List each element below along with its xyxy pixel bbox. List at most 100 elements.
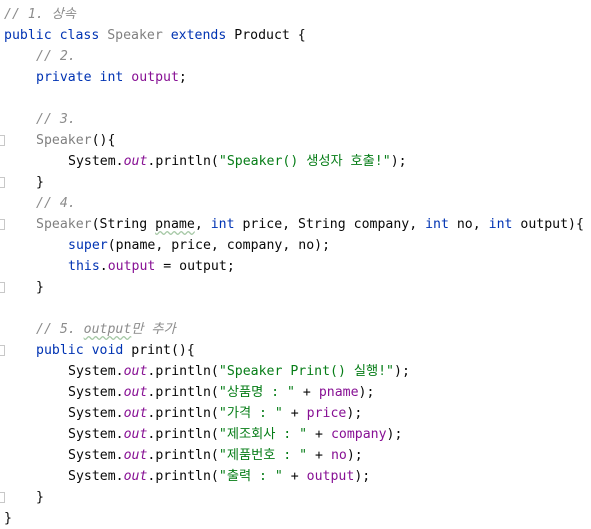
fold-marker-icon[interactable] <box>0 177 5 188</box>
code-token: super <box>68 238 108 253</box>
code-token: int <box>425 217 449 232</box>
code-token: "제조회사 : " <box>218 427 308 442</box>
code-token: .println( <box>147 469 219 484</box>
code-token: private int <box>36 70 132 85</box>
code-token: int <box>210 217 235 232</box>
code-token: // 4. <box>36 196 76 211</box>
code-token: System. <box>68 154 124 169</box>
code-text: System.out.println("출력 : " + output); <box>68 466 370 487</box>
code-token: . <box>99 259 108 274</box>
code-text: System.out.println("Speaker() 생성자 호출!"); <box>68 151 407 172</box>
code-text: public class Speaker extends Product { <box>4 25 306 46</box>
code-token: "Speaker() 생성자 호출!" <box>218 154 391 169</box>
code-token: output <box>107 259 156 274</box>
code-token: 만 추가 <box>131 322 176 337</box>
code-token: price <box>306 406 347 421</box>
code-token: } <box>4 511 12 526</box>
code-token: ); <box>394 364 410 379</box>
code-token: Speaker <box>36 217 92 232</box>
code-text: System.out.println("상품명 : " + pname); <box>68 382 374 403</box>
code-token: output <box>83 322 132 337</box>
code-text: } <box>36 277 44 298</box>
code-token: // 1. 상속 <box>4 7 76 22</box>
code-text: // 3. <box>36 109 76 130</box>
code-token: System. <box>68 427 124 442</box>
code-text: // 2. <box>36 46 76 67</box>
code-token: .println( <box>147 406 219 421</box>
code-text: System.out.println("Speaker Print() 실행!"… <box>68 361 410 382</box>
fold-marker-icon[interactable] <box>0 282 5 293</box>
code-text: // 4. <box>36 193 76 214</box>
code-token: , <box>194 217 211 232</box>
code-token: output <box>306 469 355 484</box>
code-token: (){ <box>91 133 116 148</box>
code-token: ); <box>346 448 363 463</box>
code-token: .println( <box>147 427 219 442</box>
code-token: } <box>36 490 44 505</box>
code-token: System. <box>68 448 124 463</box>
code-token: .println( <box>147 385 219 400</box>
code-token: .println( <box>147 154 219 169</box>
code-text: } <box>36 487 44 508</box>
code-text: } <box>36 172 44 193</box>
code-token: ); <box>386 427 403 442</box>
code-token: + <box>282 406 307 421</box>
code-token: + <box>282 469 307 484</box>
code-token: + <box>307 427 331 442</box>
code-token: (pname, price, company, no); <box>107 238 331 253</box>
fold-marker-icon[interactable] <box>0 345 5 356</box>
code-token: output <box>131 70 179 85</box>
code-text: Speaker(String pname, int price, String … <box>36 214 584 235</box>
code-token: Speaker <box>107 28 163 43</box>
code-token: "가격 : " <box>218 406 283 421</box>
code-text: System.out.println("가격 : " + price); <box>68 403 362 424</box>
code-token: // 3. <box>36 112 76 127</box>
code-token: public void <box>36 343 132 358</box>
code-token: pname <box>318 385 359 400</box>
code-text: System.out.println("제조회사 : " + company); <box>68 424 402 445</box>
code-token: + <box>307 448 331 463</box>
code-text: // 1. 상속 <box>4 4 76 25</box>
code-token: out <box>123 406 148 421</box>
fold-marker-icon[interactable] <box>0 135 5 146</box>
code-token: int <box>488 217 513 232</box>
code-text: super(pname, price, company, no); <box>68 235 330 256</box>
fold-marker-icon[interactable] <box>0 219 5 230</box>
code-token: } <box>36 280 44 295</box>
code-token: System. <box>68 385 124 400</box>
code-token: price, String company, <box>234 217 426 232</box>
code-text: private int output; <box>36 67 187 88</box>
code-token: extends <box>162 28 235 43</box>
code-token: .println( <box>147 448 219 463</box>
code-token: System. <box>68 364 124 379</box>
code-token: System. <box>68 469 124 484</box>
code-text: } <box>4 508 12 529</box>
code-token: company <box>330 427 387 442</box>
code-token: Speaker <box>36 133 92 148</box>
code-token: pname <box>155 217 195 232</box>
code-token: "제품번호 : " <box>218 448 308 463</box>
code-token: out <box>123 469 148 484</box>
code-token: ); <box>358 385 375 400</box>
code-token: } <box>36 175 44 190</box>
code-token: ); <box>346 406 363 421</box>
code-token: = output; <box>155 259 235 274</box>
code-token: out <box>123 427 148 442</box>
code-token: (String <box>91 217 156 232</box>
code-token: "Speaker Print() 실행!" <box>218 364 394 379</box>
code-token: no <box>330 448 347 463</box>
fold-marker-icon[interactable] <box>0 492 5 503</box>
code-token: no, <box>448 217 489 232</box>
code-text: public void print(){ <box>36 340 195 361</box>
code-token: Product { <box>234 28 306 43</box>
code-text: // 5. output만 추가 <box>36 319 176 340</box>
code-token: ); <box>390 154 407 169</box>
code-text: System.out.println("제품번호 : " + no); <box>68 445 363 466</box>
code-token: output){ <box>512 217 584 232</box>
code-token: .println( <box>147 364 219 379</box>
code-token: ); <box>354 469 371 484</box>
code-token: "출력 : " <box>218 469 283 484</box>
code-token: out <box>123 448 148 463</box>
code-token: ; <box>178 70 187 85</box>
